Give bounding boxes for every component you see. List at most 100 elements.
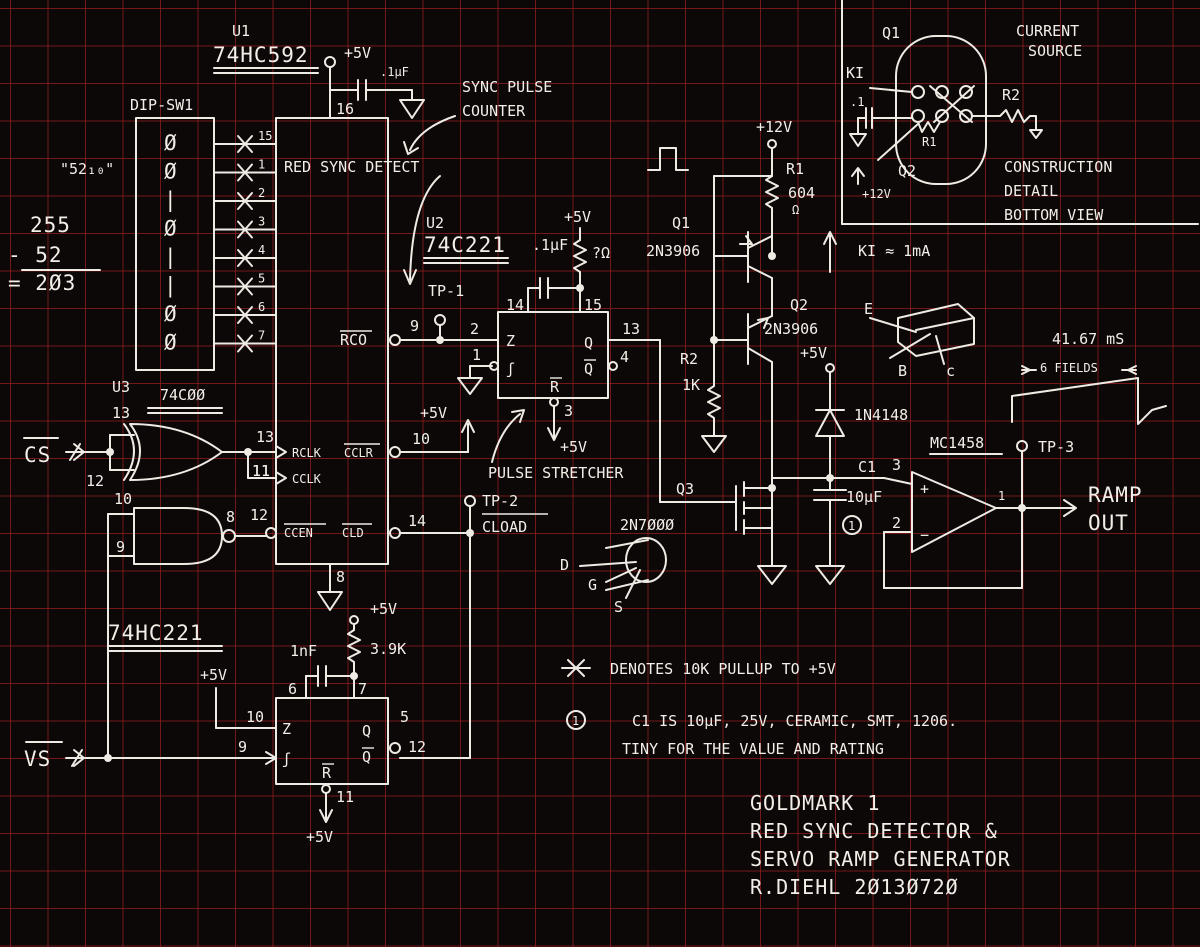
u4-cap: 1nF bbox=[290, 642, 317, 660]
u2-reset-supply: +5V bbox=[560, 438, 587, 456]
u2-pin2: 2 bbox=[470, 320, 479, 338]
u2-cap: .1µF bbox=[532, 236, 568, 254]
opamp-pin2: 2 bbox=[892, 514, 901, 532]
u1-input-pin-number: 4 bbox=[258, 243, 265, 257]
calc-b: - 52 bbox=[8, 243, 63, 267]
u3-pin13: 13 bbox=[112, 404, 130, 422]
cs-input: CS bbox=[23, 437, 111, 467]
u1-ccen-pin: 12 bbox=[250, 506, 268, 524]
v12-label: +12V bbox=[756, 118, 792, 136]
u3-part: 74CØØ bbox=[160, 386, 205, 404]
dip-switch-position: Ø bbox=[164, 302, 178, 326]
calc-note: "52₁₀" bbox=[60, 160, 114, 178]
u1-cld-label: CLD bbox=[342, 526, 364, 540]
u1-input-pin-number: 3 bbox=[258, 215, 265, 229]
diode-and-c1: +5V 1N4148 C1 10µF 1 bbox=[800, 344, 908, 585]
u1-rclk-label: RCLK bbox=[292, 446, 322, 460]
q3-part: 2N7ØØØ bbox=[620, 516, 674, 534]
note-pullup: DENOTES 10K PULLUP TO +5V bbox=[610, 660, 836, 678]
cs-detail-3: BOTTOM VIEW bbox=[1004, 206, 1104, 224]
u1-cap: .1µF bbox=[380, 65, 409, 79]
tp2-cload: TP-2 CLOAD bbox=[399, 492, 548, 759]
q3-ref: Q3 bbox=[676, 480, 694, 498]
u2-res: ?Ω bbox=[592, 244, 610, 262]
u2-ref: U2 bbox=[426, 214, 444, 232]
note-c1-line2: TINY FOR THE VALUE AND RATING bbox=[622, 740, 884, 758]
opamp-minus: − bbox=[920, 526, 929, 544]
u4-res-supply: +5V bbox=[370, 600, 397, 618]
u1-cclk-label: CCLK bbox=[292, 472, 322, 486]
opamp-part: MC1458 bbox=[930, 434, 984, 452]
title-block: GOLDMARK 1 RED SYNC DETECTOR & SERVO RAM… bbox=[750, 791, 1010, 899]
q1-part: 2N3906 bbox=[646, 242, 700, 260]
u1-rco-pin: 9 bbox=[410, 317, 419, 335]
cs-title-1: CURRENT bbox=[1016, 22, 1079, 40]
u2-pin13: 13 bbox=[622, 320, 640, 338]
pinout-b: B bbox=[898, 362, 907, 380]
pullup-marker bbox=[237, 334, 253, 353]
r1-unit: Ω bbox=[792, 203, 799, 217]
cs-r2: R2 bbox=[1002, 86, 1020, 104]
u1-cld-pin: 14 bbox=[408, 512, 426, 530]
opamp-pin3: 3 bbox=[892, 456, 901, 474]
r1-ref: R1 bbox=[786, 160, 804, 178]
pullup-marker bbox=[237, 277, 253, 296]
dip-switch-position: | bbox=[164, 274, 178, 299]
pinout-e: E bbox=[864, 300, 873, 318]
u1-ref: U1 bbox=[232, 22, 250, 40]
u1-cclr-label: CCLR bbox=[344, 446, 374, 460]
u4-supply: +5V bbox=[200, 666, 227, 684]
u3-ref: U3 bbox=[112, 378, 130, 396]
red-sync-label: RED SYNC DETECT bbox=[284, 158, 419, 176]
u2-pin1: 1 bbox=[472, 346, 481, 364]
u4-pin12: 12 bbox=[408, 738, 426, 756]
cs-title-2: SOURCE bbox=[1028, 42, 1082, 60]
u4-qbar-label: Q bbox=[362, 748, 371, 766]
u1-part: 74HC592 bbox=[213, 43, 309, 67]
dip-switch-position: Ø bbox=[164, 331, 178, 355]
tp2-label: TP-2 bbox=[482, 492, 518, 510]
dip-switch-position: Ø bbox=[164, 217, 178, 241]
ki-label: KI ≈ 1mA bbox=[858, 242, 930, 260]
pullup-marker bbox=[237, 220, 253, 239]
sync-counter-label-1: SYNC PULSE bbox=[462, 78, 552, 96]
u4-pin9: 9 bbox=[238, 738, 247, 756]
waveform-fields: 6 FIELDS bbox=[1040, 361, 1098, 375]
c1-ref: C1 bbox=[858, 458, 876, 476]
u1-ccen-label: CCEN bbox=[284, 526, 313, 540]
opamp-plus: + bbox=[920, 480, 929, 498]
u2-supply: +5V bbox=[564, 208, 591, 226]
u4-pin11: 11 bbox=[336, 788, 354, 806]
r1-value: 604 bbox=[788, 184, 815, 202]
title-line1: GOLDMARK 1 bbox=[750, 791, 880, 815]
dip-switch-position: | bbox=[164, 245, 178, 270]
u3-pin12: 12 bbox=[86, 472, 104, 490]
u1-input-pin-number: 2 bbox=[258, 186, 265, 200]
cs-label: CS bbox=[24, 443, 51, 467]
pullup-marker bbox=[237, 163, 253, 182]
ramp-waveform: 41.67 mS 6 FIELDS bbox=[1011, 330, 1167, 425]
u4-pin5: 5 bbox=[400, 708, 409, 726]
vs-label: VS bbox=[24, 747, 51, 771]
u2-pin4: 4 bbox=[620, 348, 629, 366]
u3-pin10: 10 bbox=[114, 490, 132, 508]
c1-note-num: 1 bbox=[848, 519, 855, 533]
u2-pin3: 3 bbox=[564, 402, 573, 420]
u2-tp: TP-1 bbox=[428, 282, 464, 300]
pinout-s: S bbox=[614, 598, 623, 616]
u3-pin8: 8 bbox=[226, 508, 235, 526]
cs-ki: KI bbox=[846, 64, 864, 82]
cs-detail-2: DETAIL bbox=[1004, 182, 1058, 200]
u4-r-label: R bbox=[322, 764, 332, 782]
pinout-c: c bbox=[946, 362, 955, 380]
u4-q-label: Q bbox=[362, 722, 371, 740]
dip-switch-ref: DIP-SW1 bbox=[130, 96, 193, 114]
opamp-pin1: 1 bbox=[998, 489, 1005, 503]
u1-cclk-pin: 11 bbox=[252, 462, 270, 480]
u3-pin9: 9 bbox=[116, 538, 125, 556]
u2-pin14: 14 bbox=[506, 296, 524, 314]
